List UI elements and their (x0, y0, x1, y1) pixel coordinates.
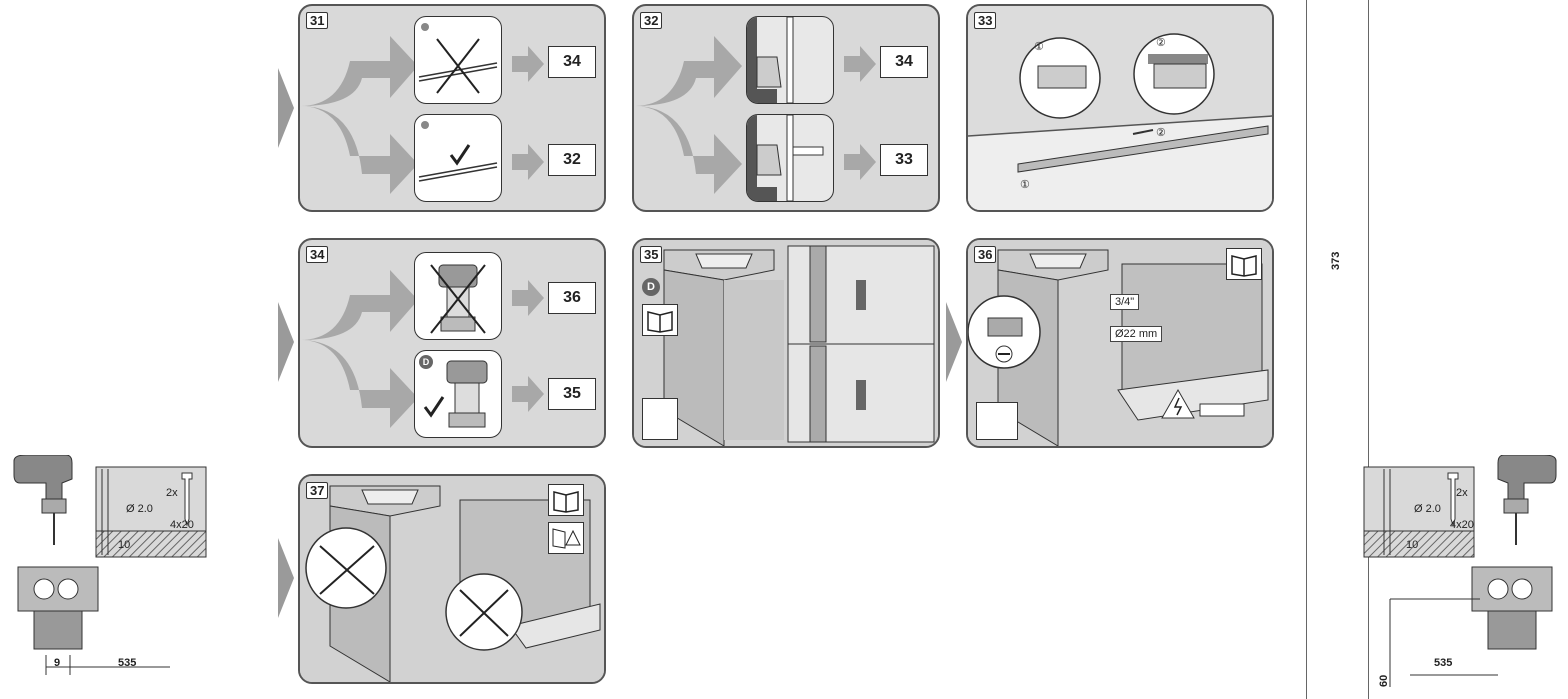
step-panel-32: 32 34 33 (632, 4, 940, 212)
water-connection-illustration (634, 240, 938, 446)
goto-step-32: 32 (548, 144, 596, 176)
step-number: 32 (640, 12, 663, 29)
circle-label-1: ① (1034, 41, 1044, 53)
rail-label-1: ① (1020, 179, 1030, 191)
step-pointer (278, 302, 294, 382)
step-panel-33: 33 ① ② ② ① (966, 4, 1274, 212)
goto-step-35: 35 (548, 378, 596, 410)
goto-step-34: 34 (548, 46, 596, 78)
step-pointer (278, 538, 294, 618)
hose-diameter-label: Ø22 mm (1110, 326, 1163, 342)
step-number: 37 (306, 482, 329, 499)
cross-icon (418, 23, 498, 94)
left-screw-qty: 2x (166, 487, 178, 499)
branch-arrows (300, 36, 544, 194)
goto-step-33: 33 (880, 144, 928, 176)
circle-label-2: ② (1156, 37, 1166, 49)
warning-manual-icon (548, 522, 584, 554)
left-screw-size: 4x20 (170, 519, 194, 531)
divider-line (1368, 0, 1369, 699)
step-number: 33 (974, 12, 997, 29)
region-badge-d: D (642, 278, 660, 296)
step-number: 34 (306, 246, 329, 263)
step-panel-37: 37 (298, 474, 606, 684)
manual-book-icon (642, 304, 678, 336)
left-drill-illustration (13, 455, 207, 675)
height-dimension: 373 (1330, 251, 1342, 270)
region-badge-d: D (419, 355, 433, 369)
adapter-check-icon (423, 360, 488, 428)
step-panel-36: 36 3/4" Ø22 mm (966, 238, 1274, 448)
step-pointer (946, 302, 962, 382)
right-dim-b: 60 (1378, 674, 1390, 687)
profile-illustration (747, 17, 794, 103)
choice-no-adapter (414, 252, 502, 340)
goto-step-36: 36 (548, 282, 596, 314)
rail-label-2: ② (1156, 127, 1166, 139)
step-panel-34: 34 D 36 35 (298, 238, 606, 448)
right-drill-illustration (1363, 455, 1557, 687)
plinth-strip-illustration (968, 6, 1272, 210)
choice-profile-b (746, 114, 834, 202)
cabinet-installation-illustration (300, 476, 604, 682)
manual-book-icon (548, 484, 584, 516)
left-drill-depth: 10 (118, 539, 131, 551)
step-number: 36 (974, 246, 997, 263)
left-dim-a: 9 (54, 657, 61, 669)
right-mounting-detail: Ø 2.0 10 2x 4x20 535 60 (1360, 455, 1560, 695)
clamp-thumbnail (976, 402, 1018, 440)
branch-arrows (300, 270, 544, 428)
right-drill-diameter: Ø 2.0 (1414, 503, 1441, 515)
choice-not-suitable (414, 16, 502, 104)
step-panel-35: 35 D (632, 238, 940, 448)
left-mounting-detail: Ø 2.0 10 2x 4x20 9 535 (10, 455, 210, 685)
divider-line (1306, 0, 1307, 699)
right-dim-a: 535 (1434, 657, 1453, 669)
choice-suitable (414, 114, 502, 202)
step-panel-31: 31 34 32 (298, 4, 606, 212)
right-drill-depth: 10 (1406, 539, 1419, 551)
step-number: 35 (640, 246, 663, 263)
step-pointer (278, 68, 294, 148)
step-number: 31 (306, 12, 329, 29)
right-screw-qty: 2x (1456, 487, 1468, 499)
choice-with-adapter: D (414, 350, 502, 438)
profile-illustration (747, 115, 824, 201)
thread-size-label: 3/4" (1110, 294, 1140, 310)
left-drill-diameter: Ø 2.0 (126, 503, 153, 515)
checkmark-icon (418, 121, 498, 182)
adapter-crossed-icon (430, 264, 486, 334)
goto-step-34: 34 (880, 46, 928, 78)
manual-book-icon (1226, 248, 1262, 280)
left-dim-b: 535 (118, 657, 137, 669)
branch-arrows (634, 36, 876, 194)
adapter-thumbnail (642, 398, 678, 440)
right-screw-size: 4x20 (1450, 519, 1474, 531)
choice-profile-a (746, 16, 834, 104)
